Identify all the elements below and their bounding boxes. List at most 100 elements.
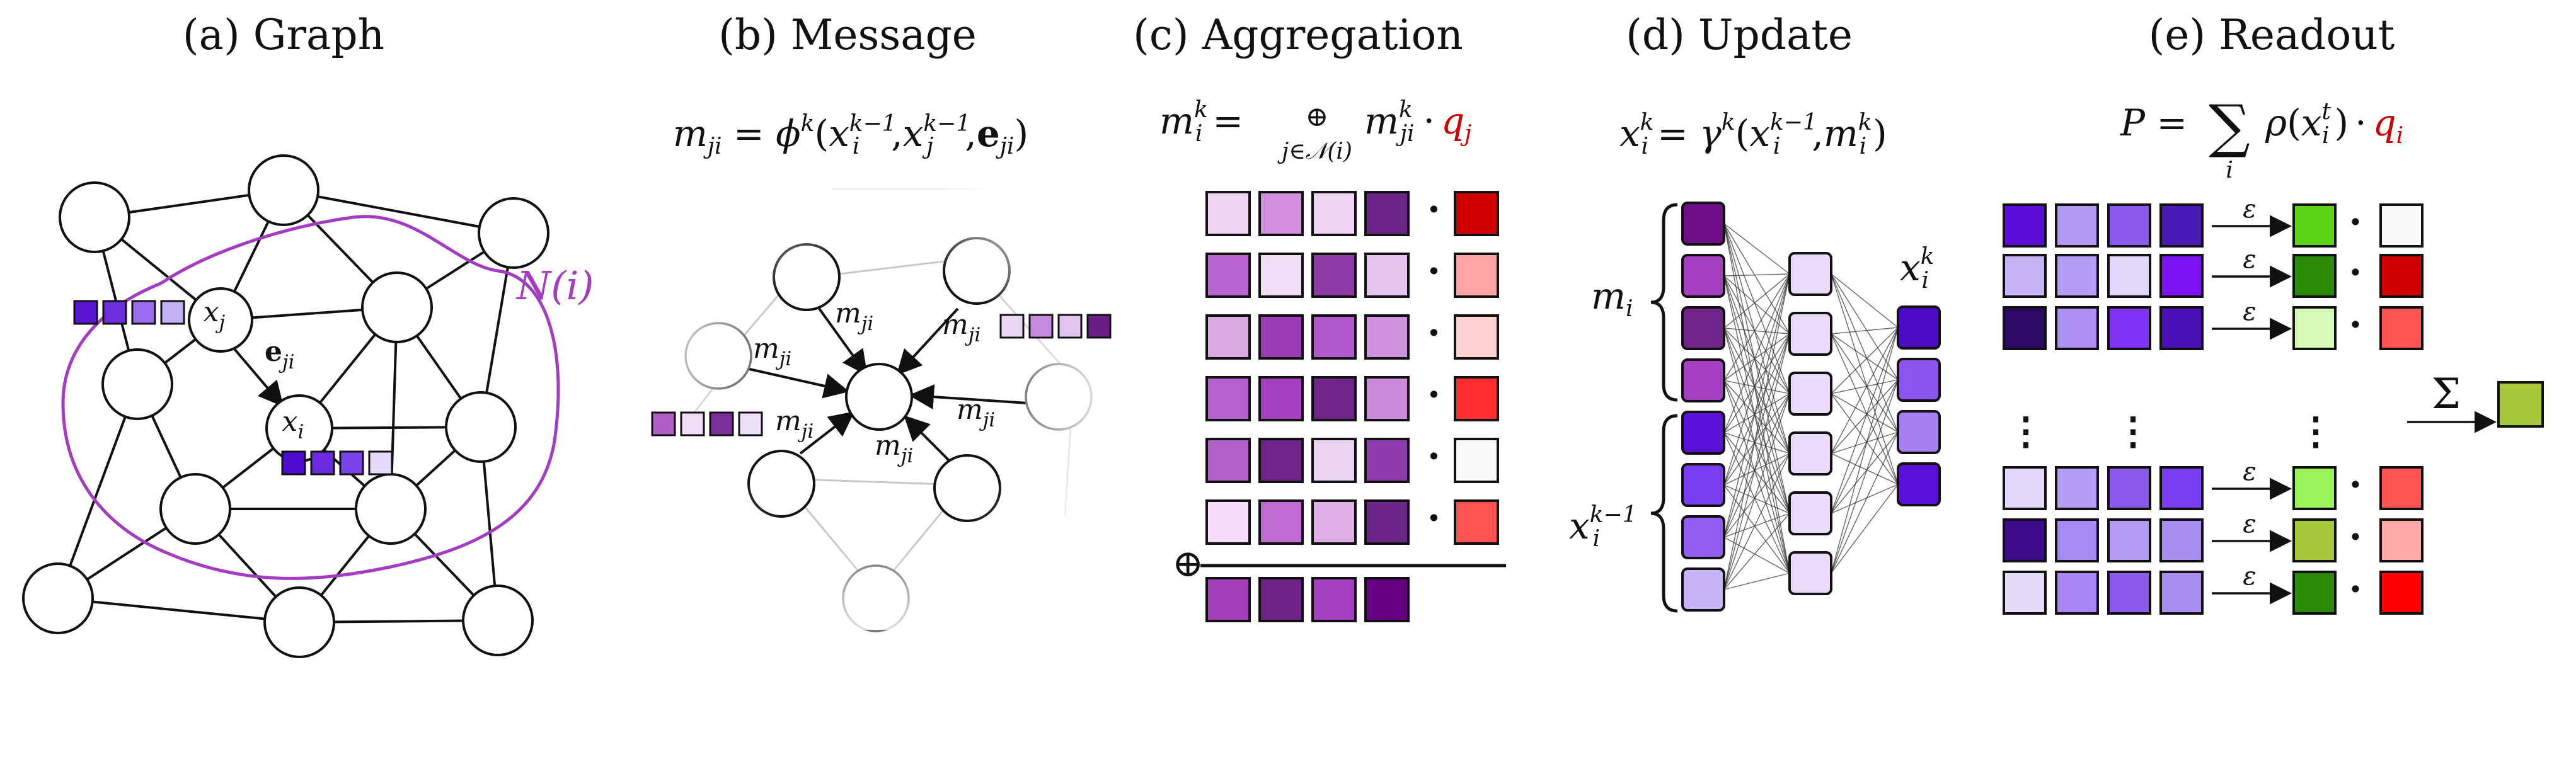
- input-neuron: [1681, 202, 1725, 246]
- svg-text:eji: eji: [265, 336, 295, 373]
- aggregation-cell: [1205, 314, 1251, 360]
- readout-cell: [2107, 306, 2151, 350]
- aggregation-cell: [1364, 314, 1410, 360]
- readout-cell: [2159, 306, 2204, 350]
- input-neuron: [1681, 411, 1725, 455]
- aggregation-cell: [1364, 253, 1410, 298]
- readout-q-cell: [2379, 571, 2424, 615]
- aggregation-q-cell: [1454, 314, 1499, 360]
- readout-q-cell: [2379, 466, 2424, 510]
- aggregation-q-cell: [1454, 191, 1499, 236]
- message-right-vector-cell: [1057, 314, 1083, 339]
- readout-sum-symbol: Σ: [2432, 370, 2461, 418]
- svg-text:mji: mji: [835, 297, 873, 335]
- hidden-neuron: [1788, 551, 1832, 595]
- hidden-neuron: [1788, 491, 1832, 535]
- input-neuron: [1681, 254, 1725, 298]
- svg-text:P =: P =: [2120, 101, 2187, 144]
- xj-vector-cell: [102, 300, 127, 325]
- message-right-vector-cell: [999, 314, 1025, 339]
- xj-vector-cell: [131, 300, 156, 325]
- input-neuron: [1681, 515, 1725, 559]
- readout-final-output: [2497, 381, 2544, 428]
- aggregation-q-cell: [1454, 499, 1499, 545]
- message-right-vector: [999, 314, 1112, 339]
- readout-q-cell: [2379, 203, 2424, 248]
- readout-cell: [2055, 306, 2099, 350]
- svg-text:mji: mji: [957, 394, 995, 431]
- aggregation-cell: [1205, 376, 1251, 421]
- message-edge-labels: mji mji mji mji mji mji: [753, 297, 995, 467]
- aggregation-cell: [1258, 314, 1304, 360]
- readout-cell: [2003, 518, 2047, 562]
- aggregation-cell: [1311, 191, 1357, 236]
- aggregation-cell: [1258, 253, 1304, 298]
- aggregation-cdot: ·: [1427, 311, 1440, 355]
- aggregation-cell: [1258, 376, 1304, 421]
- xj-feature-vector: [73, 300, 185, 325]
- svg-text:mji: mji: [942, 309, 980, 346]
- readout-cell: [2159, 203, 2204, 248]
- xi-vector-cell: [339, 450, 364, 476]
- aggregation-cell: [1258, 499, 1304, 545]
- readout-cell: [2003, 571, 2047, 615]
- aggregation-cdot: ·: [1427, 188, 1440, 232]
- readout-cdot: ·: [2349, 251, 2362, 295]
- readout-grid: ε·ε·ε·ε·ε·ε·: [2003, 195, 2424, 615]
- aggregation-result: [1205, 577, 1410, 622]
- aggregation-cell: [1364, 191, 1410, 236]
- readout-cdot: ·: [2349, 567, 2362, 612]
- update-title: (d) Update: [1626, 11, 1853, 59]
- aggregation-cell: [1258, 438, 1304, 483]
- svg-text:⊕: ⊕: [1306, 101, 1329, 133]
- input-neuron: [1681, 567, 1725, 612]
- aggregation-cell: [1205, 499, 1251, 545]
- message-left-vector-cell: [651, 411, 676, 436]
- aggregation-cell: [1311, 499, 1357, 545]
- svg-text:∑: ∑: [2209, 93, 2250, 160]
- brace-m: [1650, 203, 1678, 402]
- svg-text:⋮: ⋮: [2114, 409, 2152, 453]
- readout-q-cell: [2379, 254, 2424, 298]
- xj-label: x: [204, 296, 219, 328]
- input-neuron: [1681, 306, 1725, 350]
- readout-epsilon: ε: [2243, 245, 2256, 274]
- node-xj: [188, 287, 253, 353]
- aggregation-result-cell: [1205, 577, 1251, 622]
- brace-x: [1650, 414, 1678, 613]
- readout-cell: [2107, 571, 2151, 615]
- readout-output-cell: [2292, 254, 2337, 298]
- readout-ellipsis: ⋮ ⋮ ⋮: [2007, 409, 2335, 453]
- aggregation-result-cell: [1311, 577, 1357, 622]
- aggregation-cell: [1364, 438, 1410, 483]
- aggregation-cdot: ·: [1427, 496, 1440, 540]
- readout-cell: [2107, 203, 2151, 248]
- aggregation-cell: [1364, 499, 1410, 545]
- network-neurons: [1681, 202, 1941, 612]
- panel-graph: (a) Graph: [22, 11, 594, 658]
- readout-cell: [2003, 306, 2047, 350]
- hidden-neuron: [1788, 372, 1832, 416]
- aggregation-cdot: ·: [1427, 249, 1440, 294]
- aggregation-cell: [1311, 314, 1357, 360]
- svg-text:j∈𝒩(i): j∈𝒩(i): [1277, 139, 1352, 164]
- aggregation-cell: [1311, 253, 1357, 298]
- aggregation-result-cell: [1364, 577, 1410, 622]
- readout-cell: [2055, 571, 2099, 615]
- hidden-neuron: [1788, 431, 1832, 476]
- readout-epsilon: ε: [2243, 510, 2256, 539]
- message-right-vector-cell: [1086, 314, 1112, 339]
- aggregation-cdot: ·: [1427, 435, 1440, 479]
- network-connections: [1723, 223, 1899, 590]
- message-left-vector-cell: [709, 411, 734, 436]
- svg-text:mki=: mki=: [1159, 97, 1243, 147]
